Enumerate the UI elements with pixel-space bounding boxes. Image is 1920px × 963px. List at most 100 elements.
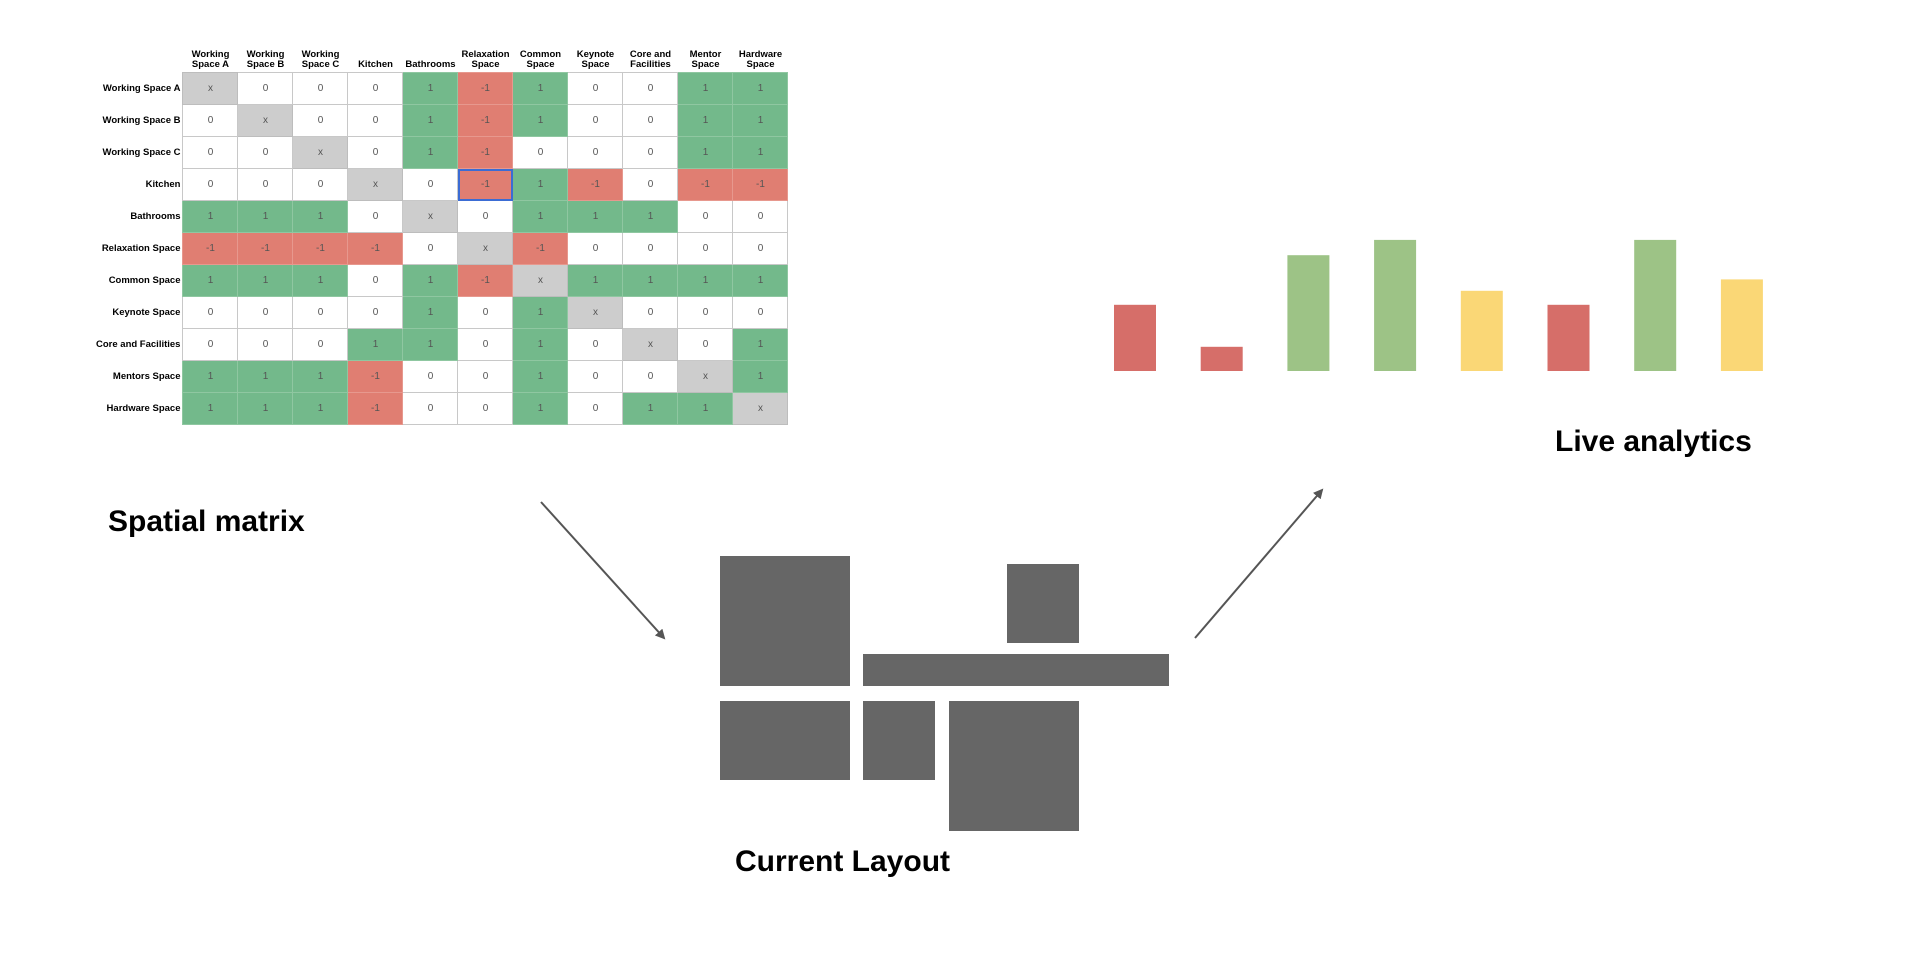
- matrix-cell[interactable]: 1: [677, 392, 734, 425]
- matrix-cell[interactable]: 0: [457, 392, 514, 425]
- matrix-cell[interactable]: 0: [567, 360, 624, 393]
- matrix-cell[interactable]: 1: [622, 200, 679, 233]
- matrix-cell[interactable]: 0: [677, 232, 734, 265]
- matrix-cell[interactable]: 1: [237, 200, 294, 233]
- matrix-cell[interactable]: 0: [347, 296, 404, 329]
- matrix-cell[interactable]: 0: [567, 232, 624, 265]
- matrix-cell[interactable]: 1: [732, 360, 789, 393]
- matrix-cell[interactable]: x: [292, 136, 349, 169]
- matrix-cell[interactable]: 1: [402, 104, 459, 137]
- matrix-cell[interactable]: 0: [457, 200, 514, 233]
- matrix-cell[interactable]: -1: [732, 168, 789, 201]
- matrix-cell[interactable]: x: [567, 296, 624, 329]
- matrix-cell[interactable]: 0: [677, 328, 734, 361]
- matrix-cell[interactable]: x: [182, 72, 239, 105]
- matrix-cell[interactable]: 0: [567, 328, 624, 361]
- matrix-cell[interactable]: 0: [622, 168, 679, 201]
- matrix-cell[interactable]: -1: [677, 168, 734, 201]
- matrix-cell[interactable]: 1: [622, 392, 679, 425]
- matrix-cell[interactable]: 1: [182, 360, 239, 393]
- matrix-cell[interactable]: 0: [622, 136, 679, 169]
- matrix-cell[interactable]: -1: [347, 392, 404, 425]
- matrix-cell[interactable]: 1: [512, 104, 569, 137]
- matrix-cell[interactable]: 0: [457, 296, 514, 329]
- matrix-cell[interactable]: x: [677, 360, 734, 393]
- matrix-cell[interactable]: x: [512, 264, 569, 297]
- matrix-cell[interactable]: 0: [622, 360, 679, 393]
- matrix-cell[interactable]: 0: [457, 328, 514, 361]
- matrix-cell[interactable]: 0: [732, 296, 789, 329]
- matrix-cell[interactable]: 0: [567, 104, 624, 137]
- matrix-cell[interactable]: 1: [347, 328, 404, 361]
- matrix-cell[interactable]: 1: [237, 392, 294, 425]
- matrix-cell[interactable]: 0: [237, 328, 294, 361]
- matrix-cell[interactable]: 0: [402, 392, 459, 425]
- matrix-cell[interactable]: 0: [567, 136, 624, 169]
- matrix-cell[interactable]: 1: [182, 200, 239, 233]
- matrix-cell[interactable]: 1: [292, 200, 349, 233]
- matrix-cell[interactable]: 0: [457, 360, 514, 393]
- matrix-cell[interactable]: 1: [402, 264, 459, 297]
- matrix-cell[interactable]: 0: [622, 232, 679, 265]
- matrix-cell[interactable]: 1: [512, 328, 569, 361]
- matrix-cell[interactable]: 1: [512, 72, 569, 105]
- matrix-cell[interactable]: 1: [677, 72, 734, 105]
- matrix-cell[interactable]: 0: [732, 232, 789, 265]
- matrix-cell[interactable]: 1: [182, 392, 239, 425]
- matrix-cell[interactable]: 0: [347, 104, 404, 137]
- matrix-cell[interactable]: 1: [732, 136, 789, 169]
- matrix-cell[interactable]: 1: [732, 104, 789, 137]
- matrix-cell[interactable]: 0: [347, 72, 404, 105]
- matrix-cell[interactable]: 0: [182, 296, 239, 329]
- matrix-cell[interactable]: 0: [292, 104, 349, 137]
- matrix-cell[interactable]: -1: [512, 232, 569, 265]
- matrix-column-header: Working Space C: [301, 49, 340, 70]
- matrix-cell[interactable]: 1: [292, 360, 349, 393]
- matrix-cell[interactable]: 0: [402, 168, 459, 201]
- matrix-cell[interactable]: 1: [292, 392, 349, 425]
- matrix-cell[interactable]: 0: [677, 200, 734, 233]
- matrix-cell[interactable]: 1: [237, 360, 294, 393]
- matrix-cell[interactable]: -1: [182, 232, 239, 265]
- matrix-cell[interactable]: -1: [237, 232, 294, 265]
- matrix-cell[interactable]: 0: [622, 104, 679, 137]
- matrix-cell[interactable]: -1: [457, 168, 514, 201]
- matrix-cell[interactable]: 1: [567, 264, 624, 297]
- matrix-cell[interactable]: 1: [512, 296, 569, 329]
- matrix-cell[interactable]: 1: [512, 360, 569, 393]
- matrix-cell[interactable]: 0: [347, 136, 404, 169]
- matrix-cell[interactable]: 0: [347, 264, 404, 297]
- matrix-cell[interactable]: 1: [732, 264, 789, 297]
- matrix-cell[interactable]: 0: [732, 200, 789, 233]
- matrix-cell[interactable]: 1: [512, 392, 569, 425]
- matrix-cell[interactable]: -1: [457, 72, 514, 105]
- matrix-cell[interactable]: 0: [182, 168, 239, 201]
- analytics-bar: [1114, 304, 1156, 371]
- matrix-cell[interactable]: -1: [347, 360, 404, 393]
- matrix-cell[interactable]: 0: [292, 296, 349, 329]
- matrix-cell[interactable]: -1: [457, 264, 514, 297]
- matrix-cell[interactable]: 1: [237, 264, 294, 297]
- matrix-cell[interactable]: -1: [292, 232, 349, 265]
- matrix-cell[interactable]: x: [402, 200, 459, 233]
- matrix-cell[interactable]: 0: [182, 328, 239, 361]
- matrix-cell[interactable]: 0: [182, 104, 239, 137]
- matrix-cell[interactable]: 0: [567, 392, 624, 425]
- matrix-cell[interactable]: 0: [402, 232, 459, 265]
- matrix-cell[interactable]: 1: [402, 296, 459, 329]
- matrix-cell[interactable]: 1: [182, 264, 239, 297]
- matrix-cell[interactable]: 1: [402, 136, 459, 169]
- matrix-cell[interactable]: 0: [237, 296, 294, 329]
- matrix-cell[interactable]: 1: [622, 264, 679, 297]
- matrix-cell[interactable]: 1: [402, 328, 459, 361]
- matrix-cell[interactable]: x: [732, 392, 789, 425]
- matrix-row-header: Working Space C: [102, 147, 181, 158]
- matrix-cell[interactable]: 0: [677, 296, 734, 329]
- matrix-cell[interactable]: 1: [402, 72, 459, 105]
- matrix-cell[interactable]: 1: [677, 136, 734, 169]
- matrix-cell[interactable]: 0: [237, 168, 294, 201]
- matrix-cell[interactable]: 0: [622, 296, 679, 329]
- matrix-cell[interactable]: -1: [457, 136, 514, 169]
- matrix-cell[interactable]: 0: [622, 72, 679, 105]
- matrix-cell[interactable]: 0: [237, 72, 294, 105]
